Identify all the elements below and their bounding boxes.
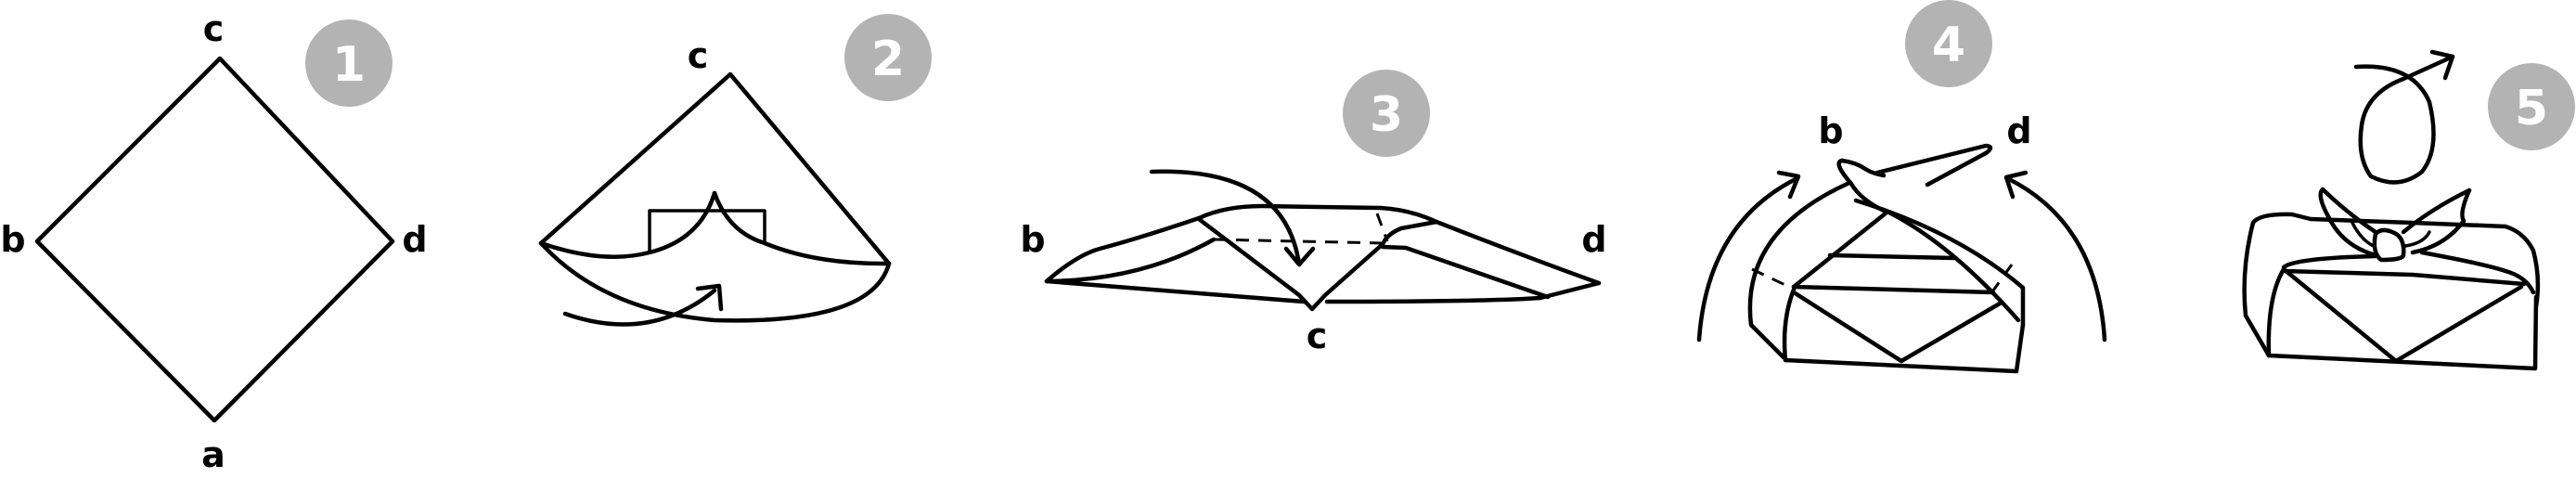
hidden-edge-left (1751, 267, 1790, 289)
band-right-inner (1881, 207, 2021, 323)
tie-loop-arrow (2353, 54, 2455, 185)
bottom-edge-left (1044, 278, 1307, 304)
fold-left-diagonal (1791, 210, 1889, 290)
box-back-outline (2242, 212, 2541, 358)
band-top-left (2281, 252, 2406, 270)
arrow-head-icon (2429, 49, 2455, 81)
arrow-head-icon (2003, 170, 2029, 200)
knot-center (2372, 227, 2406, 263)
corner-label-c: c (688, 35, 709, 76)
knot-left-ear-top (2320, 187, 2378, 235)
corner-label-c: c (203, 8, 225, 49)
fold-down-arrow (1149, 169, 1302, 267)
badge-number: 2 (871, 32, 905, 87)
lift-right-arrow (2004, 175, 2107, 342)
fold-flap-right-edge (712, 190, 892, 266)
arrow-head-icon (1283, 246, 1316, 267)
hidden-fold-line-diagonal (1375, 213, 1389, 242)
step-badge: 1 (305, 19, 393, 107)
badge-number: 4 (1932, 18, 1965, 73)
fold-line-upper (1827, 252, 1957, 261)
corner-label-d: d (1581, 219, 1606, 260)
top-flap-right-fold (1380, 219, 1439, 247)
band-left-outer (1747, 180, 1852, 360)
step-1: 1 c b d a (0, 8, 427, 475)
badge-number: 3 (1370, 87, 1403, 143)
corner-b-tip (1836, 158, 1887, 213)
fold-up-arrow (562, 288, 717, 327)
box-top-edge (2281, 268, 2527, 287)
corner-d-tip (1874, 143, 1993, 187)
right-wing-inner (1380, 244, 1551, 300)
right-wing-top (1434, 219, 1602, 286)
box-left-edge (1782, 287, 1797, 363)
bottom-edge-right (1324, 280, 1602, 304)
folded-corner-c (1196, 216, 1385, 312)
step-badge: 5 (2488, 63, 2575, 150)
badge-circle (844, 14, 932, 101)
cloth-top-triangle (538, 71, 892, 266)
step-2: 2 c (538, 14, 932, 327)
box-diamond-fold (1791, 290, 2003, 364)
knot-right-ear-top (2401, 187, 2472, 235)
fold-flap-bottom (538, 240, 892, 323)
step-5: 5 (2242, 49, 2575, 371)
box-bottom-edge (1783, 322, 2026, 374)
left-wing-inner (1044, 237, 1217, 284)
box-bottom-edge (2266, 294, 2539, 371)
corner-label-b: b (0, 219, 25, 260)
corner-label-b: b (1818, 110, 1843, 151)
corner-label-d: d (402, 219, 427, 260)
hidden-fold-line (1213, 238, 1385, 245)
fold-flap-left-edge (538, 190, 717, 259)
badge-circle (305, 19, 393, 107)
badge-number: 5 (2515, 81, 2548, 136)
knot-left-ear (2318, 187, 2378, 258)
lift-left-arrow (1696, 175, 1800, 342)
step-badge: 3 (1343, 70, 1430, 157)
corner-label-d: d (2006, 110, 2031, 151)
hidden-edge-right (1991, 264, 2014, 291)
step-badge: 2 (844, 14, 932, 101)
arrow-head-icon (695, 283, 724, 312)
badge-circle (1343, 70, 1430, 157)
cloth-diamond (34, 56, 395, 423)
corner-label-c: c (1307, 316, 1328, 356)
step-badge: 4 (1905, 0, 1992, 87)
corner-label-a: a (201, 434, 225, 475)
band-top-right (2419, 250, 2536, 295)
left-wing-top (1044, 215, 1202, 284)
step-4: 4 b d (1696, 0, 2107, 374)
knot-right-ear (2410, 187, 2472, 255)
box-diamond-fold (2281, 266, 2524, 364)
box-left-edge (2266, 266, 2286, 358)
top-flap (1196, 203, 1439, 225)
corner-label-b: b (1020, 219, 1045, 260)
badge-circle (1905, 0, 1992, 87)
badge-circle (2488, 63, 2575, 150)
arrow-head-icon (1776, 170, 1801, 200)
badge-number: 1 (332, 37, 366, 93)
step-3: 3 b d c (1020, 70, 1607, 356)
fold-line-lower (1791, 284, 1996, 295)
knot-right-ear-crease (2403, 230, 2431, 248)
